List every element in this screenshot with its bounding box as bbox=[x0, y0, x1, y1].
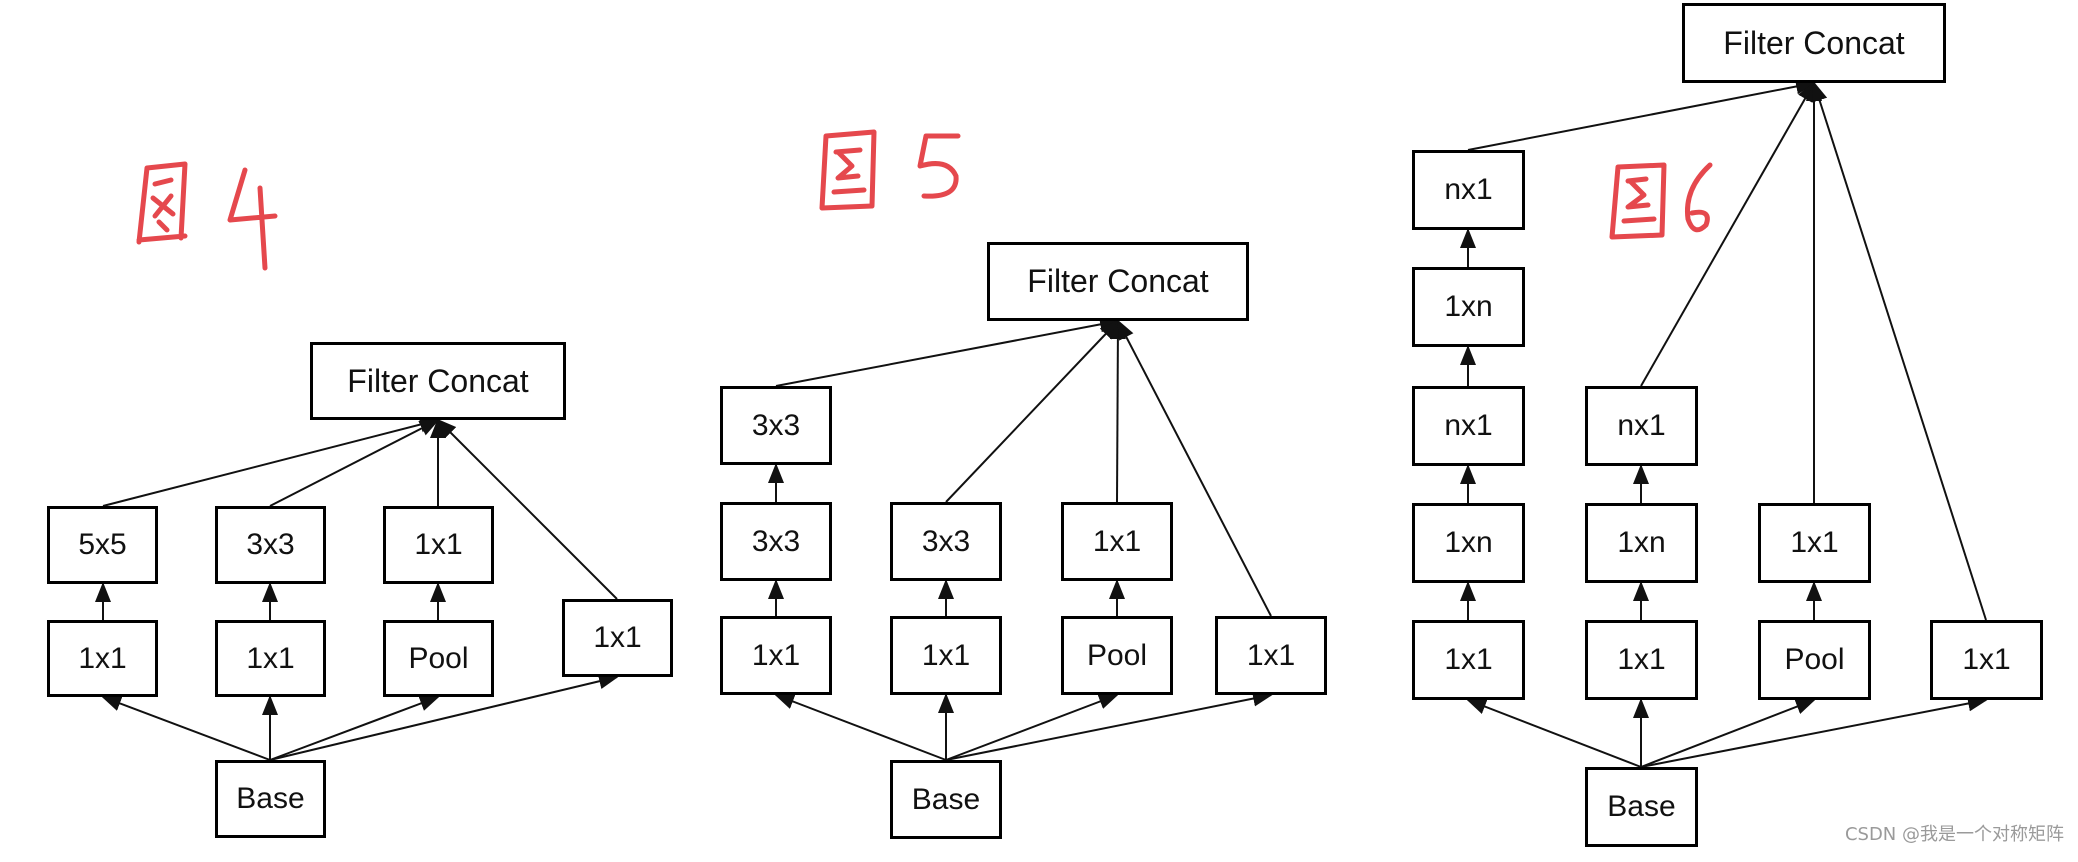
fig5-node-1x1-col3: 1x1 bbox=[1061, 502, 1173, 581]
fig5-arrow-7 bbox=[945, 693, 1119, 761]
fig4-node-pool: Pool bbox=[383, 620, 494, 697]
fig6-node-1x1-col3: 1x1 bbox=[1758, 503, 1871, 583]
fig6-node-1xn-col2: 1xn bbox=[1585, 503, 1698, 583]
fig4-node-3x3: 3x3 bbox=[215, 506, 326, 584]
fig5-node-3x3-top: 3x3 bbox=[720, 386, 832, 465]
fig5-arrow-8 bbox=[945, 690, 1273, 761]
fig4-node-1x1-col3: 1x1 bbox=[383, 506, 494, 584]
watermark: CSDN @我是一个对称矩阵 bbox=[1844, 824, 2064, 845]
fig4-label-handwritten bbox=[136, 161, 278, 271]
fig5-node-pool: Pool bbox=[1061, 616, 1173, 695]
fig5-node-base: Base bbox=[890, 760, 1002, 839]
fig6-arrow-11 bbox=[1640, 695, 1988, 768]
fig4-node-1x1-col4: 1x1 bbox=[562, 599, 673, 677]
fig6-arrow-8 bbox=[1466, 699, 1642, 768]
fig4-arrow-11 bbox=[436, 418, 618, 600]
fig6-node-1x1-col4: 1x1 bbox=[1930, 620, 2043, 700]
fig6-node-1xn-lower: 1xn bbox=[1412, 503, 1525, 583]
fig4-arrow-4 bbox=[101, 695, 271, 761]
fig5-arrow-9 bbox=[775, 316, 1120, 387]
fig4-node-5x5: 5x5 bbox=[47, 506, 158, 584]
fig5-node-1x1-col1: 1x1 bbox=[720, 616, 832, 695]
fig5-node-1x1-col2: 1x1 bbox=[890, 616, 1002, 695]
fig6-node-nx1-mid: nx1 bbox=[1412, 386, 1525, 466]
fig5-arrow-11 bbox=[1109, 319, 1126, 503]
fig6-filter-concat: Filter Concat bbox=[1682, 3, 1946, 83]
fig5-node-3x3-col2: 3x3 bbox=[890, 502, 1002, 581]
fig5-arrow-10 bbox=[945, 319, 1120, 503]
fig4-arrow-7 bbox=[269, 673, 619, 761]
fig6-node-1x1-col2: 1x1 bbox=[1585, 620, 1698, 700]
fig6-node-base: Base bbox=[1585, 767, 1698, 847]
fig4-arrow-8 bbox=[102, 416, 440, 507]
fig5-label-handwritten bbox=[819, 129, 961, 211]
fig6-arrow-12 bbox=[1467, 78, 1816, 151]
fig6-node-pool: Pool bbox=[1758, 620, 1871, 700]
fig4-arrow-9 bbox=[269, 419, 440, 507]
fig4-node-1x1-col2: 1x1 bbox=[215, 620, 326, 697]
fig4-node-base: Base bbox=[215, 760, 326, 838]
fig6-arrow-13 bbox=[1640, 81, 1815, 387]
fig6-label-handwritten bbox=[1609, 162, 1713, 240]
fig5-node-1x1-col4: 1x1 bbox=[1215, 616, 1327, 695]
fig6-arrow-15 bbox=[1811, 81, 1987, 621]
fig6-arrow-10 bbox=[1640, 699, 1816, 768]
fig6-node-1xn-upper: 1xn bbox=[1412, 267, 1525, 347]
fig4-node-1x1-col1: 1x1 bbox=[47, 620, 158, 697]
fig6-node-1x1-col1: 1x1 bbox=[1412, 620, 1525, 700]
fig5-arrow-12 bbox=[1117, 319, 1272, 617]
fig5-node-3x3-mid: 3x3 bbox=[720, 502, 832, 581]
fig4-filter-concat: Filter Concat bbox=[310, 342, 566, 420]
fig6-node-nx1-col2: nx1 bbox=[1585, 386, 1698, 466]
fig5-arrow-5 bbox=[774, 693, 947, 761]
fig4-arrow-6 bbox=[269, 695, 440, 761]
fig5-filter-concat: Filter Concat bbox=[987, 242, 1249, 321]
fig6-node-nx1-top: nx1 bbox=[1412, 150, 1525, 230]
